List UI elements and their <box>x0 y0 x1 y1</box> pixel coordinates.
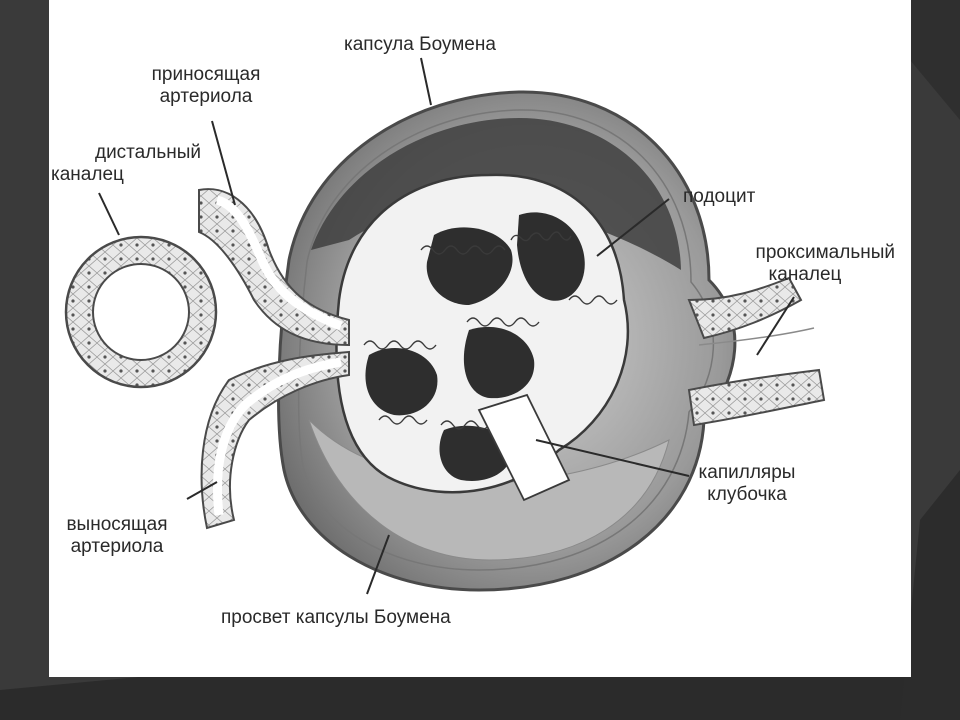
label-capsule-lumen-text: просвет капсулы Боумена <box>221 607 451 628</box>
label-distal-line1: дистальный <box>94 142 201 163</box>
label-proximal-line1: проксимальный <box>755 242 895 263</box>
renal-corpuscle-illustration <box>64 57 826 595</box>
label-efferent-arteriole: выносящая артериола <box>49 514 185 558</box>
label-efferent-line1: выносящая <box>66 514 168 535</box>
leader-podocyte <box>596 198 670 257</box>
diagram-panel: капсула Боумена приносящая артериола дис… <box>49 0 911 677</box>
label-proximal-tubule: проксимальный каналец <box>715 242 895 286</box>
leader-bowman-capsule <box>420 57 432 106</box>
leader-lines <box>98 57 795 595</box>
leader-afferent <box>211 120 236 206</box>
label-podocyte-text: подоцит <box>683 186 756 207</box>
distal-tubule <box>64 235 218 389</box>
leader-capillaries <box>535 439 690 477</box>
label-podocyte: подоцит <box>683 186 755 208</box>
label-afferent-arteriole: приносящая артериола <box>141 64 271 108</box>
label-proximal-line2: каналец <box>768 264 842 285</box>
proximal-tubule <box>687 276 826 427</box>
leader-lumen <box>366 534 390 595</box>
leader-distal <box>98 192 120 236</box>
label-glomerular-capillaries: капилляры клубочка <box>682 462 812 506</box>
label-bowman-capsule: капсула Боумена <box>344 34 496 56</box>
leader-efferent <box>186 481 218 500</box>
label-distal-tubule: дистальный каналец <box>51 142 201 186</box>
label-capillaries-line1: капилляры <box>698 462 796 483</box>
label-afferent-line1: приносящая <box>151 64 261 85</box>
label-bowman-capsule-text: капсула Боумена <box>344 34 496 55</box>
leader-proximal <box>756 296 795 356</box>
glomerulus <box>335 173 629 502</box>
label-capillaries-line2: клубочка <box>707 484 787 505</box>
arterioles <box>198 188 350 530</box>
label-distal-line2: каналец <box>51 164 124 185</box>
label-afferent-line2: артериола <box>159 86 253 107</box>
label-efferent-line2: артериола <box>70 536 164 557</box>
label-capsule-lumen: просвет капсулы Боумена <box>221 607 451 629</box>
